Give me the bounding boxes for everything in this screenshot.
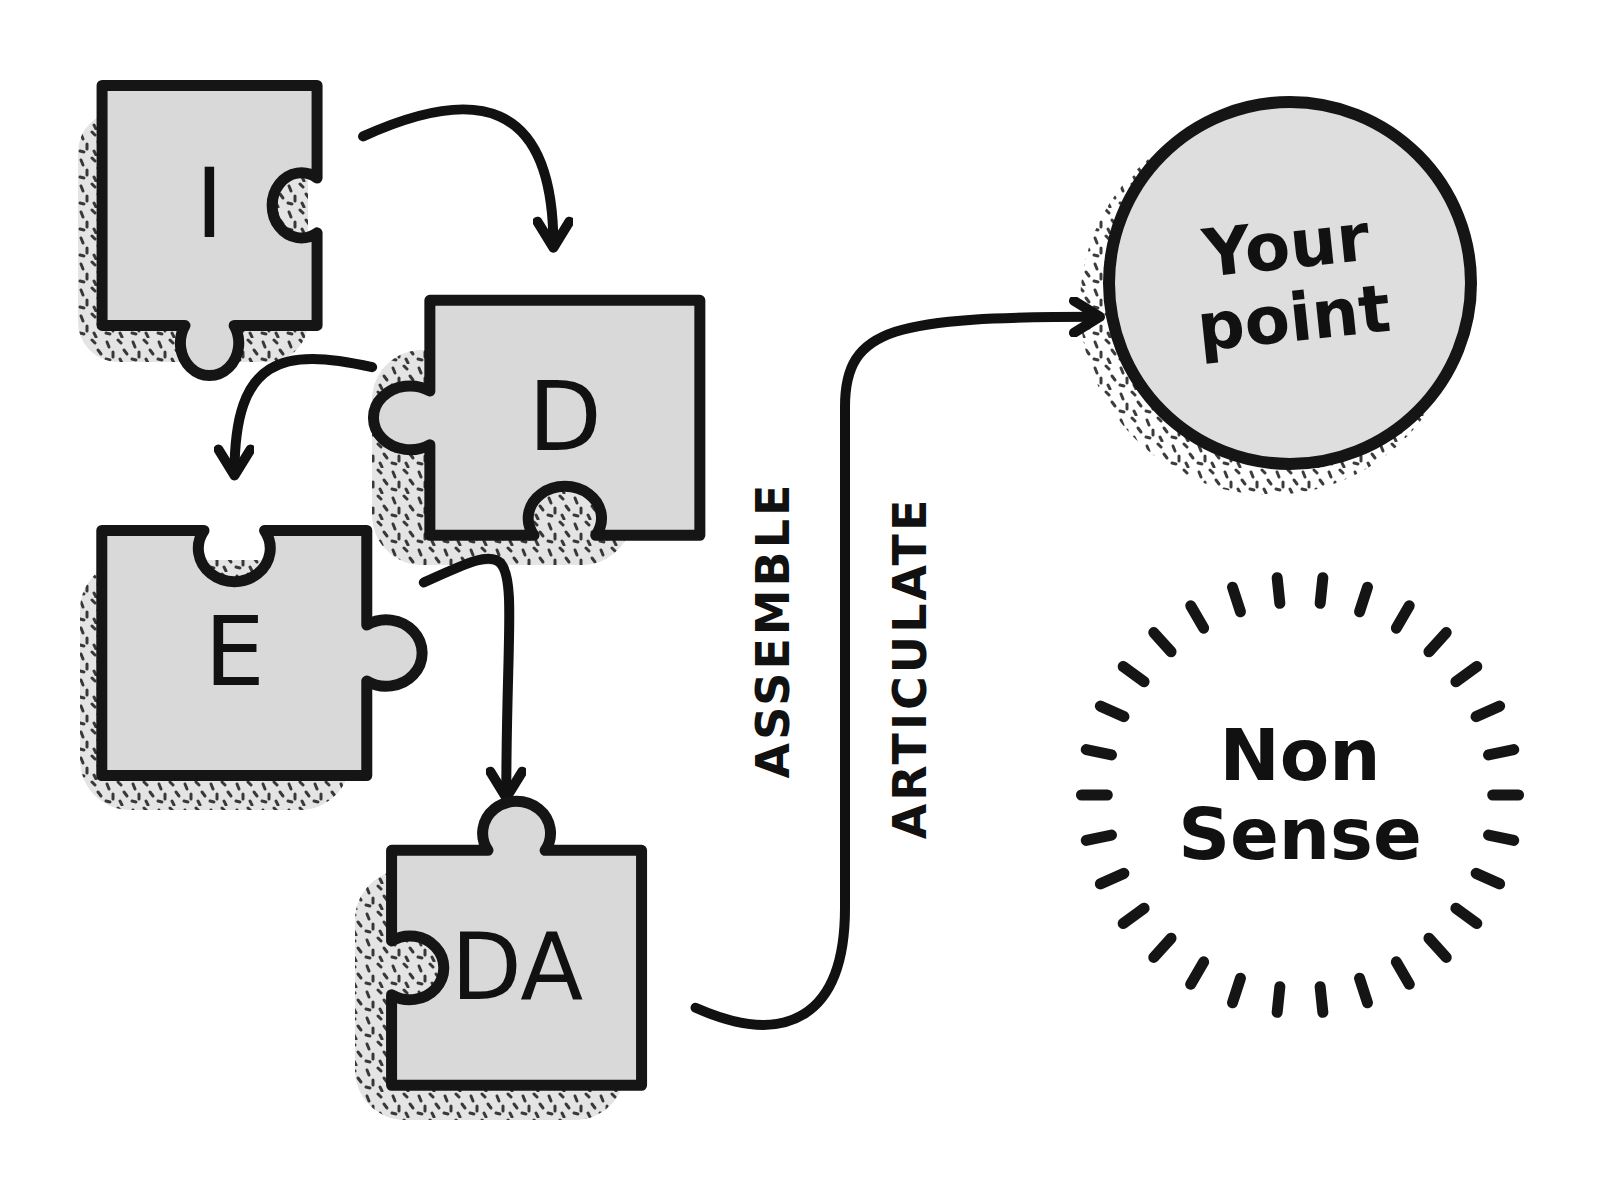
- puzzle-piece: DA: [338, 800, 695, 1136]
- piece-shape: [392, 801, 642, 1085]
- piece-letter: E: [204, 600, 265, 706]
- point-circle: Your point: [1102, 95, 1478, 471]
- piece-letter: D: [528, 365, 602, 471]
- curved-arrow: [234, 359, 372, 474]
- circle-shape: [1109, 102, 1471, 464]
- puzzle-piece: D: [372, 250, 758, 586]
- piece-shape: [102, 530, 422, 775]
- puzzle-piece: I: [56, 34, 363, 377]
- piece-letter: DA: [451, 917, 583, 1018]
- burst-dashes: [1081, 578, 1518, 1013]
- piece-shape: [102, 85, 317, 375]
- side-label: ARTICULATE: [883, 497, 937, 840]
- curved-arrow: [424, 559, 510, 796]
- curved-arrow: [696, 317, 1098, 1025]
- piece-shape: [374, 300, 700, 535]
- edge-label: ASSEMBLE: [746, 482, 800, 779]
- circle-text: Non Sense: [1175, 716, 1425, 874]
- nonsense-burst: Non Sense: [1065, 560, 1535, 1030]
- piece-letter: I: [195, 152, 223, 258]
- circle-text: Your point: [1148, 197, 1432, 370]
- puzzle-piece: E: [45, 478, 424, 828]
- curved-arrow: [363, 109, 553, 245]
